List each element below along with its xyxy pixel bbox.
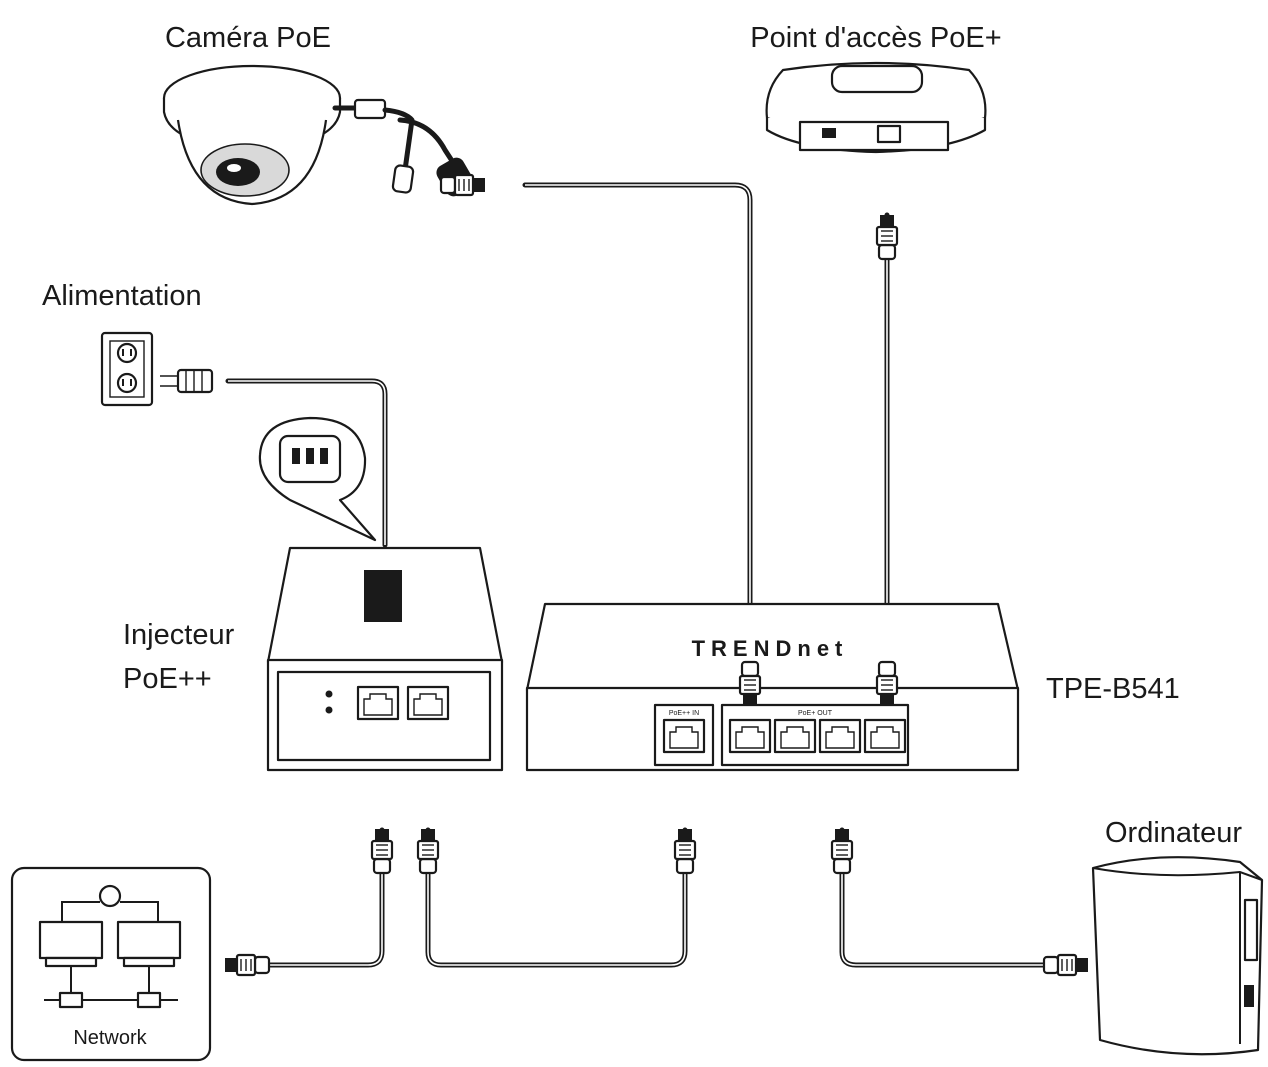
injector-label-line2: PoE++: [123, 663, 212, 695]
cable-switch-computer: [839, 827, 1048, 968]
cables: [225, 182, 1048, 968]
switch-brand: TRENDnet: [692, 636, 849, 661]
poe-camera: [162, 64, 487, 206]
poe-injector: [266, 546, 504, 772]
access-point: [765, 61, 987, 154]
cable-injector-switch: [425, 827, 688, 968]
power-plug: [160, 368, 214, 394]
cable-camera-switch: [522, 182, 753, 668]
power-connector-callout: [258, 416, 377, 542]
injector-label-line1: Injecteur: [123, 619, 235, 651]
access-point-label: Point d'accès PoE+: [750, 22, 1001, 54]
camera-label: Caméra PoE: [165, 22, 331, 54]
computer-tower: [1091, 856, 1264, 1056]
computer-label: Ordinateur: [1105, 817, 1242, 849]
cable-network-injector: [265, 827, 385, 968]
power-outlet: [100, 331, 154, 407]
switch-out-ports-label: PoE+ OUT: [798, 710, 833, 717]
switch-in-port-label: PoE++ IN: [669, 710, 699, 717]
switch-model-label: TPE-B541: [1046, 673, 1180, 705]
power-label: Alimentation: [42, 280, 202, 312]
poe-switch: TRENDnet PoE++ IN PoE+ OUT: [525, 602, 1020, 772]
network-label: Network: [73, 1027, 147, 1049]
network-box: [10, 866, 212, 1062]
